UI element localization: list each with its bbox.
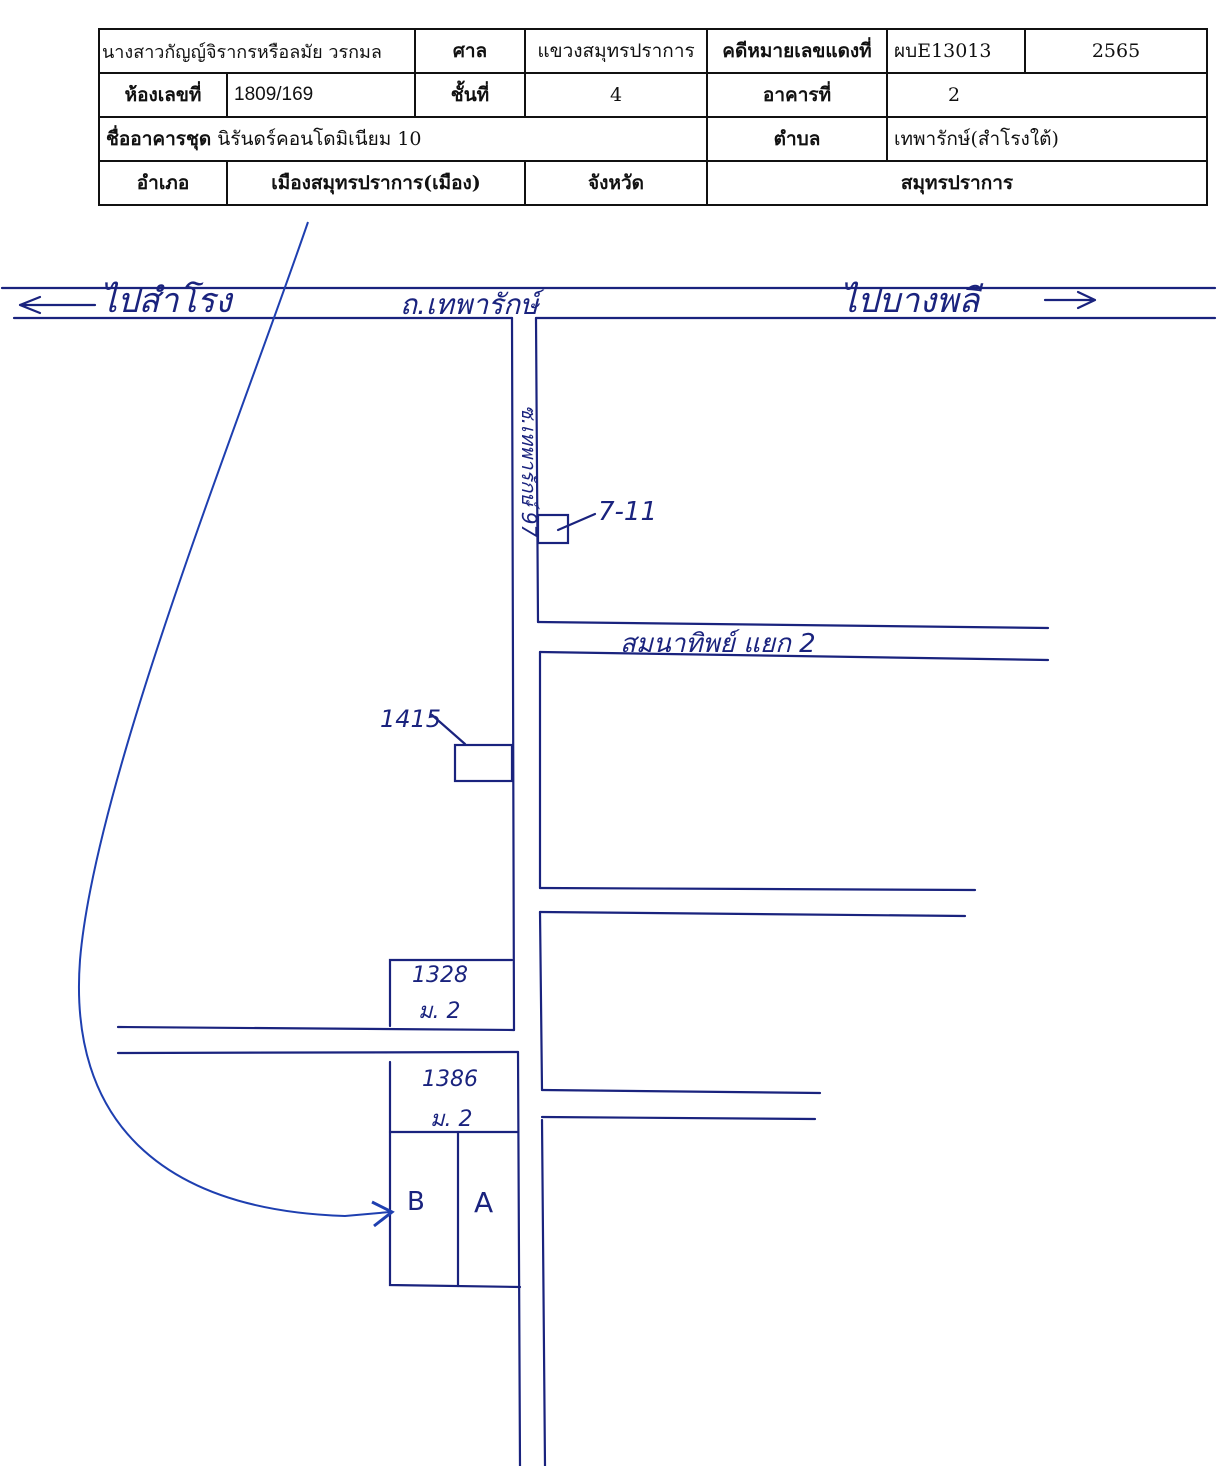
floor-value: 4	[524, 72, 709, 118]
plot-1328-label: 1328	[412, 963, 468, 988]
main-road	[0, 286, 1217, 320]
to-samrong-label: ไปสำโรง	[100, 281, 234, 321]
province-value: สมุทรปราการ	[706, 160, 1209, 206]
room-label: ห้องเลขที่	[98, 72, 228, 118]
row-district-province: อำเภอ เมืองสมุทรปราการ(เมือง) จังหวัด สม…	[98, 160, 1209, 206]
pointer-curve	[78, 221, 391, 1218]
plot-1328-box	[388, 958, 514, 1028]
side-road-right-middle	[538, 886, 977, 918]
side-road-left	[116, 1025, 520, 1055]
row-room-floor-building: ห้องเลขที่ 1809/169 ชั้นที่ 4 อาคารที่ 2	[98, 72, 1209, 118]
condo-label: ชื่ออาคารชุด	[106, 128, 212, 150]
room-value: 1809/169	[225, 72, 417, 118]
condo-cell: ชื่ออาคารชุด นิรันดร์คอนโดมิเนียม 10	[97, 116, 709, 162]
district-label: อำเภอ	[98, 160, 228, 206]
store-711-label: 7-11	[598, 497, 657, 527]
plot-1386-label: 1386	[422, 1067, 478, 1092]
owner-name: นางสาวกัญญ์จิรากรหรือลมัย วรกมล	[97, 28, 417, 74]
arrow-left-icon	[18, 295, 97, 315]
store-711-pointer	[556, 512, 597, 532]
row-owner-court-case: นางสาวกัญญ์จิรากรหรือลมัย วรกมล ศาล แขวง…	[97, 28, 1209, 74]
side-road-label: สมนาทิพย์ แยก 2	[620, 629, 816, 659]
subdistrict-label: ตำบล	[706, 116, 889, 162]
condo-value: นิรันดร์คอนโดมิเนียม 10	[217, 128, 422, 150]
main-road-label: ถ.เทพารักษ์	[400, 288, 545, 321]
store-711-box	[536, 513, 570, 545]
case-number: ผบE13013	[886, 28, 1027, 74]
plot-1386-moo: ม. 2	[430, 1107, 473, 1132]
to-bangphli-label: ไปบางพลี	[840, 281, 984, 321]
floor-label: ชั้นที่	[414, 72, 527, 118]
case-label: คดีหมายเลขแดงที่	[706, 28, 889, 74]
side-road-samnathip	[536, 620, 1050, 662]
pointer-arrowhead-icon	[371, 1200, 395, 1228]
plot-1386-outline	[388, 1060, 522, 1289]
row-condo-subdistrict: ชื่ออาคารชุด นิรันดร์คอนโดมิเนียม 10 ตำบ…	[97, 116, 1209, 162]
side-road-right-lower	[540, 1088, 822, 1121]
plot-1328-moo: ม. 2	[418, 999, 461, 1024]
unit-a-label: A	[474, 1186, 493, 1219]
case-info-table: นางสาวกัญญ์จิรากรหรือลมัย วรกมล ศาล แขวง…	[97, 28, 1209, 206]
arrow-right-icon	[1043, 290, 1097, 310]
province-label: จังหวัด	[524, 160, 709, 206]
building-label: อาคารที่	[706, 72, 889, 118]
district-value: เมืองสมุทรปราการ(เมือง)	[225, 160, 527, 206]
case-year: 2565	[1024, 28, 1209, 74]
unit-b-label: B	[407, 1187, 425, 1217]
court-value: แขวงสมุทรปราการ	[524, 28, 709, 74]
plot-1415-box	[453, 743, 514, 783]
subdistrict-value: เทพารักษ์(สำโรงใต้)	[886, 116, 1209, 162]
court-label: ศาล	[414, 28, 527, 74]
building-value: 2	[886, 72, 1209, 118]
plot-1415-label: 1415	[380, 705, 441, 733]
plot-1415-pointer	[430, 713, 467, 746]
soi-road	[510, 316, 547, 1466]
